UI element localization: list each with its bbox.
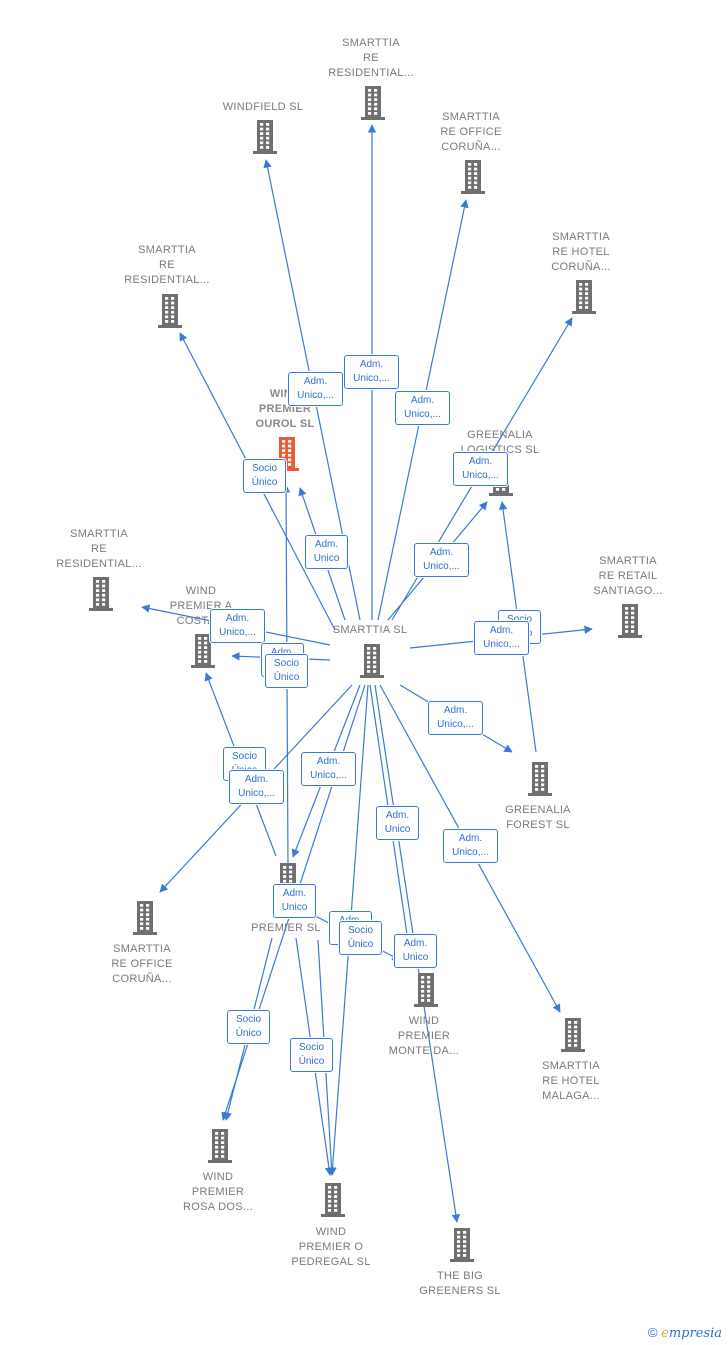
company-label-res-top[interactable]: SMARTTIA RE RESIDENTIAL... [328, 37, 414, 79]
company-label-res-left2[interactable]: SMARTTIA RE RESIDENTIAL... [56, 528, 142, 570]
company-label-forest[interactable]: GREENALIA FOREST SL [505, 804, 571, 831]
company-label-office-bottom[interactable]: SMARTTIA RE OFFICE CORUÑA... [111, 943, 173, 985]
relation-badge[interactable]: Adm. Unico,... [229, 770, 284, 804]
relation-badge[interactable]: Socio Único [339, 921, 382, 955]
relation-badge[interactable]: Adm. Unico,... [288, 372, 343, 406]
building-icon[interactable] [572, 280, 596, 314]
relation-badge[interactable]: Adm. Unico,... [474, 621, 529, 655]
building-icon[interactable] [158, 294, 182, 328]
relation-badge[interactable]: Adm. Unico [376, 806, 419, 840]
company-label-center[interactable]: SMARTTIA SL [332, 624, 408, 636]
relation-badge[interactable]: Adm. Unico,... [210, 609, 265, 643]
relation-badge[interactable]: Adm. Unico,... [301, 752, 356, 786]
relation-badge[interactable]: Adm. Unico,... [443, 829, 498, 863]
copyright-symbol: © [647, 1325, 658, 1340]
building-icon[interactable] [414, 973, 438, 1007]
relation-badge[interactable]: Adm. Unico,... [414, 543, 469, 577]
brand-logo: empresia [661, 1326, 722, 1341]
company-label-office-top[interactable]: SMARTTIA RE OFFICE CORUÑA... [440, 111, 502, 153]
company-label-retail[interactable]: SMARTTIA RE RETAIL SANTIAGO... [593, 555, 663, 597]
relation-badge[interactable]: Socio Único [243, 459, 286, 493]
relation-badge[interactable]: Adm. Unico,... [428, 701, 483, 735]
building-icon[interactable] [191, 634, 215, 668]
relation-badge[interactable]: Adm. Unico,... [453, 452, 508, 486]
relation-badge[interactable]: Socio Único [265, 654, 308, 688]
relation-badge[interactable]: Adm. Unico,... [344, 355, 399, 389]
building-icon[interactable] [461, 160, 485, 194]
relation-badge[interactable]: Adm. Unico,... [395, 391, 450, 425]
company-label-res-left[interactable]: SMARTTIA RE RESIDENTIAL... [124, 244, 210, 286]
company-label-pedregal[interactable]: WIND PREMIER O PEDREGAL SL [291, 1226, 371, 1268]
company-label-hotel-coruna[interactable]: SMARTTIA RE HOTEL CORUÑA... [551, 231, 611, 273]
building-icon[interactable] [450, 1228, 474, 1262]
company-label-monte[interactable]: WIND PREMIER MONTE DA... [388, 1015, 460, 1057]
footer-brand: © empresia [648, 1325, 722, 1341]
building-icon[interactable] [361, 86, 385, 120]
building-icon[interactable] [618, 604, 642, 638]
company-label-greeners[interactable]: THE BIG GREENERS SL [419, 1270, 501, 1297]
icon-layer [89, 86, 642, 1262]
relation-badge[interactable]: Adm. Unico [394, 934, 437, 968]
building-icon[interactable] [133, 901, 157, 935]
building-icon[interactable] [561, 1018, 585, 1052]
company-label-rosa[interactable]: WIND PREMIER ROSA DOS... [183, 1171, 253, 1213]
relation-badge[interactable]: Socio Único [227, 1010, 270, 1044]
company-label-malaga[interactable]: SMARTTIA RE HOTEL MALAGA... [542, 1060, 600, 1102]
relation-badge[interactable]: Adm. Unico [273, 884, 316, 918]
relation-badge[interactable]: Socio Único [290, 1038, 333, 1072]
building-icon[interactable] [321, 1183, 345, 1217]
building-icon[interactable] [360, 644, 384, 678]
building-icon[interactable] [528, 762, 552, 796]
building-icon[interactable] [208, 1129, 232, 1163]
relation-badge[interactable]: Adm. Unico [305, 535, 348, 569]
building-icon[interactable] [253, 120, 277, 154]
company-label-windfield[interactable]: WINDFIELD SL [222, 101, 304, 113]
building-icon[interactable] [89, 577, 113, 611]
